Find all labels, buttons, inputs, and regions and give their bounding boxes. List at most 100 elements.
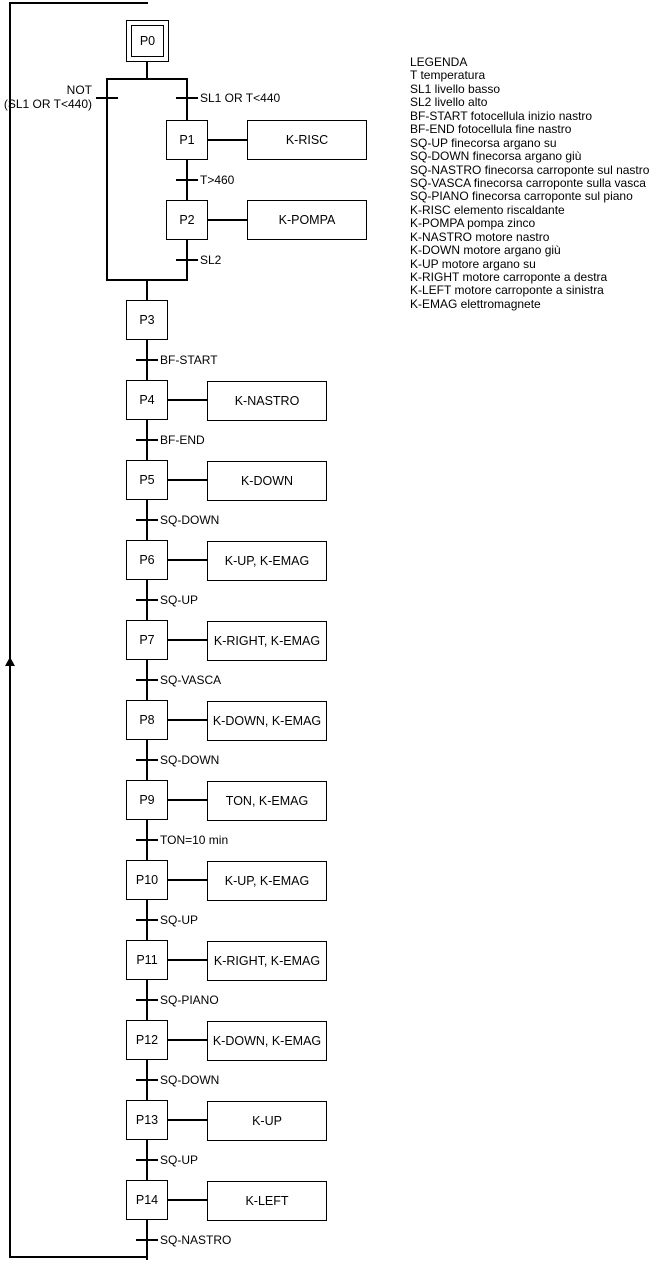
- transition-label-P9: TON=10 min: [160, 833, 229, 847]
- transition-bar-P9[interactable]: [136, 839, 158, 841]
- action-box-P14[interactable]: K-LEFT: [207, 1181, 327, 1221]
- action-box-K-RISC[interactable]: K-RISC: [247, 120, 367, 160]
- action-label-P6: K-UP, K-EMAG: [224, 554, 310, 568]
- step-P5[interactable]: P5: [126, 460, 168, 500]
- step-P6[interactable]: P6: [126, 540, 168, 580]
- transition-bar-P10[interactable]: [136, 919, 158, 921]
- step-P9[interactable]: P9: [126, 780, 168, 820]
- action-label-P14: K-LEFT: [245, 1194, 289, 1208]
- action-label-P11: K-RIGHT, K-EMAG: [213, 954, 321, 968]
- action-box-P5[interactable]: K-DOWN: [207, 461, 327, 501]
- action-link-P8: [168, 719, 207, 721]
- transition-bar-P14[interactable]: [136, 1239, 158, 1241]
- action-link-P6: [168, 559, 207, 561]
- step-P7[interactable]: P7: [126, 620, 168, 660]
- step-P2-label: P2: [179, 213, 195, 227]
- transition-bar-SL2[interactable]: [176, 259, 198, 261]
- step-P3-label: P3: [139, 313, 155, 327]
- arrow-up-icon: [5, 657, 15, 666]
- legend-entry: K-RIGHT motore carroponte a destra: [410, 270, 608, 284]
- step-P4[interactable]: P4: [126, 380, 168, 420]
- action-link-P14: [168, 1199, 207, 1201]
- action-box-P10[interactable]: K-UP, K-EMAG: [207, 861, 327, 901]
- step-P9-label: P9: [139, 793, 155, 807]
- action-link-P4: [168, 399, 207, 401]
- legend-title: LEGENDA: [410, 55, 468, 69]
- transition-label-SL1-OR-T440: SL1 OR T<440: [200, 91, 281, 105]
- action-link-P10: [168, 879, 207, 881]
- action-label-K-RISC: K-RISC: [285, 133, 329, 147]
- link-P0-to-divergence: [146, 62, 148, 79]
- transition-label-P10: SQ-UP: [160, 913, 199, 927]
- legend-entry: SL2 livello alto: [410, 95, 488, 110]
- action-box-P13[interactable]: K-UP: [207, 1101, 327, 1141]
- transition-bar-P11[interactable]: [136, 999, 158, 1001]
- transition-bar-left-branch[interactable]: [96, 97, 118, 99]
- action-box-K-POMPA[interactable]: K-POMPA: [247, 200, 367, 240]
- action-box-P12[interactable]: K-DOWN, K-EMAG: [207, 1021, 327, 1061]
- transition-label-P7: SQ-VASCA: [160, 673, 222, 687]
- legend-entry: K-NASTRO motore nastro: [410, 229, 550, 244]
- step-P0[interactable]: P0: [126, 20, 169, 62]
- step-P3[interactable]: P3: [126, 300, 168, 340]
- action-box-P11[interactable]: K-RIGHT, K-EMAG: [207, 941, 327, 981]
- transition-label-P12: SQ-DOWN: [160, 1073, 220, 1087]
- action-box-P9[interactable]: TON, K-EMAG: [207, 781, 327, 821]
- transition-bar-P3[interactable]: [136, 359, 158, 361]
- transition-bar-P13[interactable]: [136, 1159, 158, 1161]
- step-P12-label: P12: [135, 1033, 159, 1047]
- legend-entry: K-DOWN motore argano giù: [410, 243, 561, 258]
- step-P14-label: P14: [135, 1193, 159, 1207]
- link-convergence-to-P3: [146, 279, 148, 300]
- transition-bar-P4[interactable]: [136, 439, 158, 441]
- step-P0-label: P0: [139, 34, 156, 48]
- action-box-P4[interactable]: K-NASTRO: [207, 381, 327, 421]
- legend-entry: SL1 livello basso: [410, 81, 501, 96]
- action-link-P13: [168, 1119, 207, 1121]
- transition-bar-P7[interactable]: [136, 679, 158, 681]
- step-P2[interactable]: P2: [166, 200, 208, 240]
- step-P13[interactable]: P13: [126, 1100, 168, 1140]
- action-link-P12: [168, 1039, 207, 1041]
- legend-entry: SQ-VASCA finecorsa carroponte sulla vasc…: [410, 175, 646, 190]
- step-P10[interactable]: P10: [126, 860, 168, 900]
- step-P4-label: P4: [139, 393, 155, 407]
- step-P8[interactable]: P8: [126, 700, 168, 740]
- transition-bar-SL1-OR-T440[interactable]: [176, 97, 198, 99]
- action-link-P7: [168, 639, 207, 641]
- transition-bar-P6[interactable]: [136, 599, 158, 601]
- transition-label-P6: SQ-UP: [160, 593, 199, 607]
- action-box-P7[interactable]: K-RIGHT, K-EMAG: [207, 621, 327, 661]
- step-P14[interactable]: P14: [126, 1180, 168, 1220]
- action-label-P12: K-DOWN, K-EMAG: [212, 1034, 322, 1048]
- transition-bar-P5[interactable]: [136, 519, 158, 521]
- transition-bar-T460[interactable]: [176, 179, 198, 181]
- action-label-K-POMPA: K-POMPA: [278, 213, 336, 227]
- action-link-P11: [168, 959, 207, 961]
- action-link-P1: [208, 139, 247, 141]
- legend-entry: BF-END fotocellula fine nastro: [410, 122, 572, 137]
- step-P11[interactable]: P11: [126, 940, 168, 980]
- action-label-P5: K-DOWN: [240, 474, 294, 488]
- transition-label-P3: BF-START: [160, 353, 218, 367]
- transition-label-P5: SQ-DOWN: [160, 513, 220, 527]
- legend-entry: BF-START fotocellula inizio nastro: [410, 108, 593, 123]
- action-box-P8[interactable]: K-DOWN, K-EMAG: [207, 701, 327, 741]
- step-P1[interactable]: P1: [166, 120, 208, 160]
- transition-bar-P12[interactable]: [136, 1079, 158, 1081]
- legend-entry: SQ-UP finecorsa argano su: [410, 135, 557, 150]
- step-P8-label: P8: [139, 713, 155, 727]
- legend-entry: K-UP motore argano su: [410, 256, 536, 271]
- step-P12[interactable]: P12: [126, 1020, 168, 1060]
- step-P1-label: P1: [179, 133, 195, 147]
- left-branch-line: [106, 78, 108, 280]
- legend-entry: K-EMAG elettromagnete: [410, 296, 541, 311]
- transition-bar-P8[interactable]: [136, 759, 158, 761]
- legend-entry: SQ-PIANO finecorsa carroponte sul piano: [410, 189, 633, 204]
- action-box-P6[interactable]: K-UP, K-EMAG: [207, 541, 327, 581]
- transition-label-P14: SQ-NASTRO: [160, 1233, 232, 1247]
- step-P10-label: P10: [135, 873, 159, 887]
- step-P11-label: P11: [136, 953, 158, 967]
